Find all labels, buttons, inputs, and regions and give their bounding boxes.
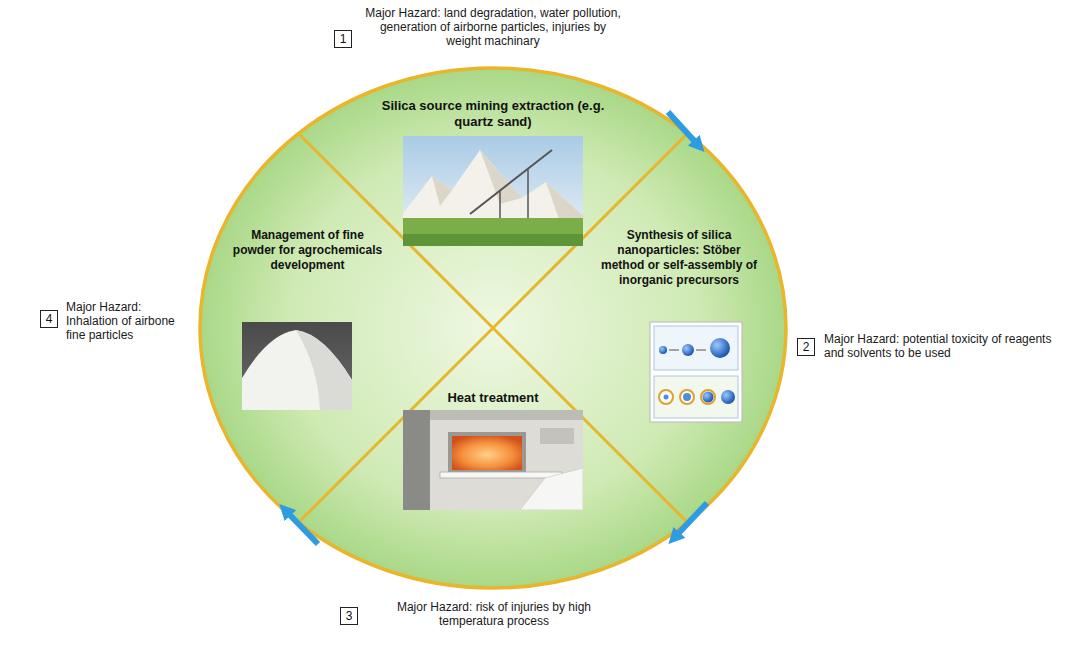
stage-label: Management of fine powder for agrochemic… [230, 228, 385, 273]
furnace-photo [430, 420, 583, 510]
synthesis-scheme [654, 376, 738, 418]
synthesis-scheme [669, 350, 679, 351]
hazard-note: Major Hazard: risk of injuries by high t… [368, 600, 620, 628]
stage-text: Silica source mining extraction (e.g. qu… [368, 98, 618, 130]
flow-arrow [668, 112, 698, 145]
callout-number: 4 [40, 310, 58, 328]
furnace-photo [403, 410, 583, 510]
quarry-photo [403, 218, 583, 246]
furnace-photo [403, 410, 583, 510]
quarry-photo [527, 169, 529, 220]
synthesis-scheme [710, 338, 730, 358]
synthesis-scheme [696, 350, 706, 351]
stage-label: Synthesis of silica nanoparticles: Stöbe… [600, 228, 758, 288]
synthesis-scheme [650, 322, 742, 422]
furnace-photo [448, 432, 526, 474]
powder-photo [296, 330, 352, 410]
furnace-photo [452, 436, 522, 470]
synthesis-scheme [659, 390, 673, 404]
furnace-photo [540, 428, 574, 444]
stage-text: Heat treatment [418, 390, 568, 406]
hazard-note: Major Hazard: land degradation, water po… [362, 6, 624, 48]
furnace-photo [403, 410, 430, 510]
synthesis-scheme [701, 390, 715, 404]
quarry-photo [403, 136, 583, 246]
synthesis-scheme [703, 392, 714, 403]
synthesis-scheme [654, 326, 738, 370]
stage-text: Management of fine powder for agrochemic… [230, 228, 385, 273]
synthesis-scheme [682, 344, 694, 356]
flow-arrow [675, 503, 707, 537]
stage-label: Heat treatment [418, 390, 568, 406]
synthesis-scheme [650, 322, 742, 422]
hazard-note: Major Hazard: Inhalation of airbone fine… [66, 300, 194, 342]
quadrant-divider [299, 134, 688, 523]
callout-text: 3 [346, 608, 353, 624]
quarry-photo [470, 150, 552, 214]
callout-text: 2 [803, 339, 810, 355]
quadrant-divider [299, 134, 688, 523]
cycle-ellipse [200, 68, 786, 588]
quarry-photo [499, 191, 501, 222]
callout-number: 2 [797, 338, 815, 356]
cycle-ellipse [200, 68, 786, 588]
callout-text: 1 [340, 31, 347, 47]
quarry-photo [403, 234, 583, 246]
powder-photo [242, 330, 352, 410]
synthesis-scheme [683, 393, 691, 401]
stage-text: Synthesis of silica nanoparticles: Stöbe… [600, 228, 758, 288]
quarry-photo [480, 150, 522, 204]
synthesis-scheme [721, 390, 735, 404]
hazard-note: Major Hazard: potential toxicity of reag… [824, 332, 1056, 360]
quarry-photo [432, 176, 452, 206]
callout-number: 1 [334, 30, 352, 48]
stage-label: Silica source mining extraction (e.g. qu… [368, 98, 618, 130]
callout-text: 4 [46, 311, 53, 327]
quadrant-divider [299, 134, 688, 523]
quarry-photo [546, 182, 583, 224]
powder-photo [242, 322, 352, 410]
powder-photo [242, 322, 352, 410]
synthesis-scheme [664, 395, 669, 400]
flow-arrow [286, 112, 707, 544]
quarry-photo [403, 150, 583, 224]
synthesis-scheme [680, 390, 694, 404]
synthesis-scheme [659, 346, 667, 354]
furnace-photo [520, 468, 583, 510]
furnace-photo [440, 472, 562, 478]
flow-arrow [286, 511, 318, 544]
callout-number: 3 [340, 607, 358, 625]
